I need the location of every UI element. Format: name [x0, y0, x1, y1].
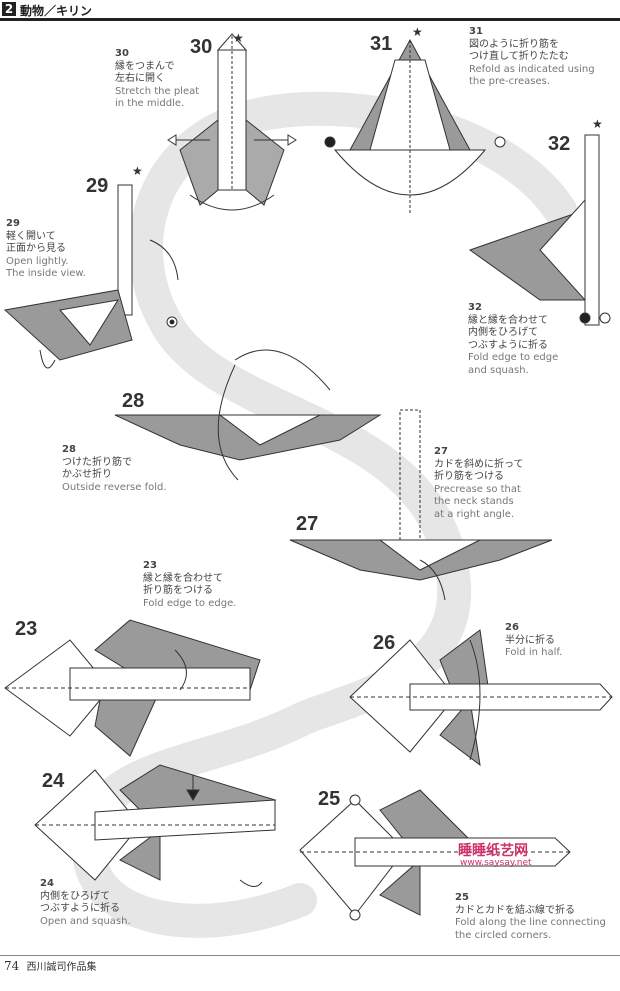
caption-step-31: 31 図のように折り筋を つけ直して折りたたむ Refold as indica… [469, 26, 595, 89]
caption-ja-line: 左右に開く [115, 73, 199, 86]
caption-number: 31 [469, 26, 595, 39]
caption-en-line: Fold in half. [505, 647, 562, 660]
caption-en-line: Precrease so that [434, 484, 524, 497]
caption-en-line: the neck stands [434, 496, 524, 509]
caption-ja-line: 縁と縁を合わせて [143, 573, 236, 586]
caption-number: 25 [455, 892, 606, 905]
caption-en-line: Open and squash. [40, 916, 131, 929]
caption-step-27: 27 カドを斜めに折って 折り筋をつける Precrease so that t… [434, 446, 524, 521]
caption-ja-line: 内側をひろげて [468, 327, 558, 340]
watermark-brand: 睡睡纸艺网 [458, 840, 528, 860]
caption-number: 24 [40, 878, 131, 891]
step-number-26: 26 [373, 632, 395, 655]
caption-en-line: at a right angle. [434, 509, 524, 522]
caption-en-line: the circled corners. [455, 930, 606, 943]
caption-step-28: 28 つけた折り筋で かぶせ折り Outside reverse fold. [62, 444, 167, 494]
caption-ja-line: カドを斜めに折って [434, 459, 524, 472]
caption-ja-line: カドとカドを結ぶ線で折る [455, 905, 606, 918]
svg-text:★: ★ [233, 31, 244, 45]
caption-en-line: The inside view. [6, 268, 86, 281]
caption-number: 26 [505, 622, 562, 635]
svg-text:★: ★ [412, 25, 423, 39]
step-number-25: 25 [318, 788, 340, 811]
step-number-32: 32 [548, 133, 570, 156]
caption-en-line: Outside reverse fold. [62, 482, 167, 495]
caption-en-line: Fold along the line connecting [455, 917, 606, 930]
caption-ja-line: 縁と縁を合わせて [468, 315, 558, 328]
caption-ja-line: 正面から見る [6, 243, 86, 256]
step-number-29: 29 [86, 175, 108, 198]
caption-step-25: 25 カドとカドを結ぶ線で折る Fold along the line conn… [455, 892, 606, 942]
step-number-23: 23 [15, 618, 37, 641]
caption-en-line: and squash. [468, 365, 558, 378]
caption-en-line: the pre-creases. [469, 76, 595, 89]
caption-step-23: 23 縁と縁を合わせて 折り筋をつける Fold edge to edge. [143, 560, 236, 610]
caption-number: 29 [6, 218, 86, 231]
page-footer: 74 西川誠司作品集 [4, 958, 96, 973]
caption-step-26: 26 半分に折る Fold in half. [505, 622, 562, 660]
watermark-url: www.saysay.net [460, 858, 532, 868]
caption-ja-line: 図のように折り筋を [469, 39, 595, 52]
caption-ja-line: 折り筋をつける [143, 585, 236, 598]
caption-step-24: 24 内側をひろげて つぶすように折る Open and squash. [40, 878, 131, 928]
caption-number: 30 [115, 48, 199, 61]
caption-number: 32 [468, 302, 558, 315]
step-number-31: 31 [370, 33, 392, 56]
caption-ja-line: つけた折り筋で [62, 457, 167, 470]
caption-ja-line: つぶすように折る [468, 340, 558, 353]
caption-number: 27 [434, 446, 524, 459]
footer-rule [0, 955, 620, 956]
caption-en-line: Fold edge to edge [468, 352, 558, 365]
caption-ja-line: 内側をひろげて [40, 891, 131, 904]
book-title: 西川誠司作品集 [26, 962, 96, 973]
caption-en-line: in the middle. [115, 98, 199, 111]
step-number-28: 28 [122, 390, 144, 413]
caption-ja-line: 半分に折る [505, 635, 562, 648]
caption-en-line: Stretch the pleat [115, 86, 199, 99]
caption-en-line: Fold edge to edge. [143, 598, 236, 611]
caption-ja-line: 折り筋をつける [434, 471, 524, 484]
caption-step-29: 29 軽く開いて 正面から見る Open lightly. The inside… [6, 218, 86, 281]
step-number-24: 24 [42, 770, 64, 793]
caption-en-line: Open lightly. [6, 256, 86, 269]
caption-number: 23 [143, 560, 236, 573]
caption-number: 28 [62, 444, 167, 457]
caption-en-line: Refold as indicated using [469, 64, 595, 77]
page-number: 74 [4, 959, 19, 973]
caption-step-30: 30 縁をつまんで 左右に開く Stretch the pleat in the… [115, 48, 199, 111]
svg-text:★: ★ [132, 164, 143, 178]
caption-ja-line: つぶすように折る [40, 903, 131, 916]
caption-ja-line: つけ直して折りたたむ [469, 51, 595, 64]
step-number-27: 27 [296, 513, 318, 536]
caption-step-32: 32 縁と縁を合わせて 内側をひろげて つぶすように折る Fold edge t… [468, 302, 558, 377]
svg-text:★: ★ [592, 117, 603, 131]
caption-ja-line: 軽く開いて [6, 231, 86, 244]
caption-ja-line: かぶせ折り [62, 469, 167, 482]
caption-ja-line: 縁をつまんで [115, 61, 199, 74]
step-24-figure [35, 765, 275, 887]
